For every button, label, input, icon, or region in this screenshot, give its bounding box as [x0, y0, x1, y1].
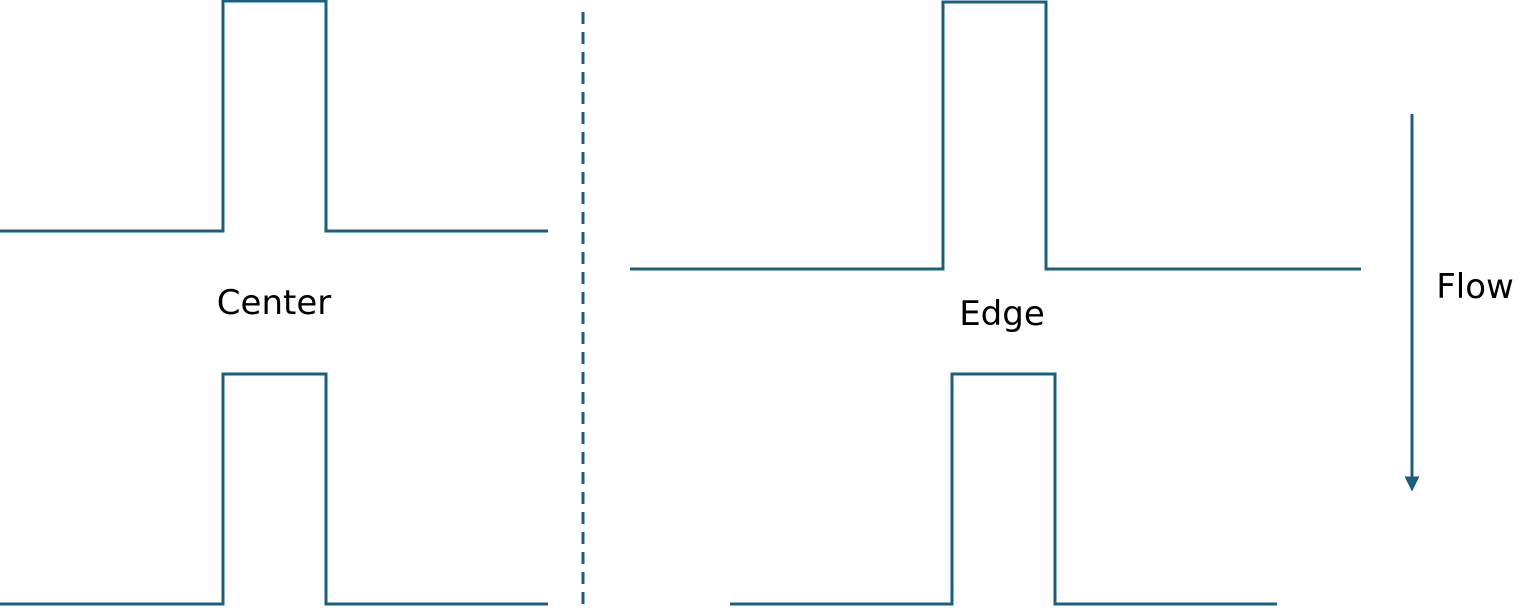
edge-label: Edge	[959, 294, 1045, 334]
center-label: Center	[217, 283, 331, 323]
edge-lower-wall	[730, 372, 1277, 606]
flow-label: Flow	[1436, 267, 1514, 307]
flow-indicator: Flow	[1404, 114, 1514, 492]
edge-panel: Edge	[630, 0, 1361, 606]
center-lower-wall	[0, 372, 548, 606]
center-panel: Center	[0, 0, 548, 606]
edge-upper-wall	[630, 0, 1361, 271]
center-upper-wall	[0, 0, 548, 233]
